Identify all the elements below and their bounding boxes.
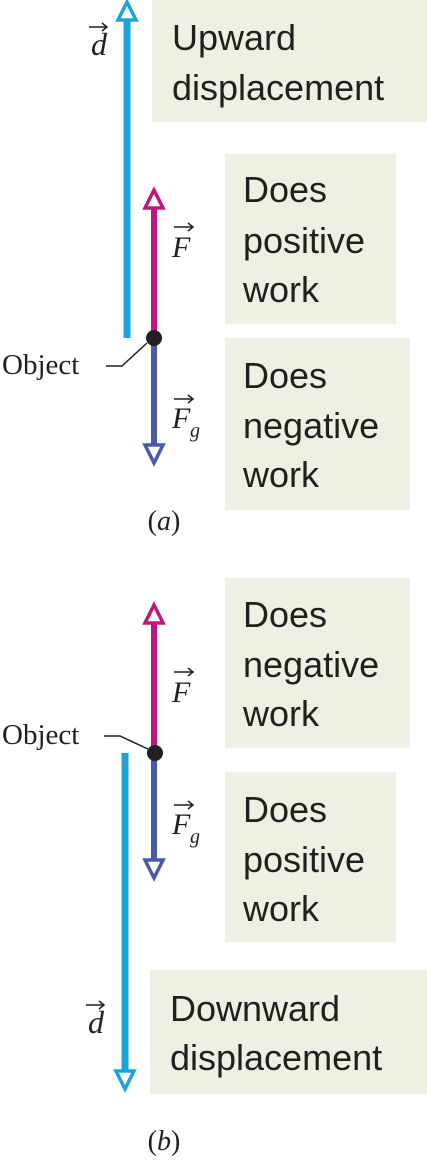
gravity-arrow-down xyxy=(142,338,166,467)
svg-text:F: F xyxy=(171,808,191,841)
displacement-arrow-up xyxy=(115,0,139,338)
caption-a: (a) xyxy=(148,506,181,537)
object-dot-b xyxy=(147,745,163,761)
force-arrow-up xyxy=(142,186,166,338)
object-label: Object xyxy=(2,349,79,381)
svg-text:g: g xyxy=(190,420,200,442)
svg-text:F: F xyxy=(171,402,191,435)
force-symbol: F xyxy=(171,222,195,264)
svg-text:d: d xyxy=(91,26,108,62)
object-dot xyxy=(146,330,162,346)
caption-b: (b) xyxy=(148,1126,181,1157)
object-label-b: Object xyxy=(2,719,79,751)
box-gravity-negative-work xyxy=(225,338,410,510)
object-leader-line-b xyxy=(104,735,149,750)
svg-text:F: F xyxy=(171,676,191,709)
box-force-negative-work-text: Does negative work xyxy=(242,594,389,734)
panel-b: Does negative work Does positive work Do… xyxy=(2,578,427,1157)
displacement-arrow-down xyxy=(113,753,137,1093)
box-gravity-positive-work-text: Does positive work xyxy=(242,789,375,929)
box-downward-displacement-text: Downward displacement xyxy=(170,988,382,1078)
force-arrow-up-b xyxy=(142,601,166,753)
object-leader-line xyxy=(106,342,148,367)
panel-a: Upward displacement Does positive work D… xyxy=(2,0,427,537)
box-gravity-positive-work xyxy=(225,772,396,942)
box-upward-displacement-text: Upward displacement xyxy=(172,17,384,108)
displacement-symbol: d xyxy=(89,22,109,62)
gravity-symbol: F g xyxy=(171,394,200,442)
box-force-positive-work xyxy=(225,154,396,324)
box-force-positive-work-text: Does positive work xyxy=(242,169,375,310)
gravity-arrow-down-b xyxy=(142,753,166,882)
box-upward-displacement xyxy=(152,0,427,122)
displacement-symbol-b: d xyxy=(86,1000,106,1040)
gravity-symbol-b: F g xyxy=(171,800,200,848)
box-downward-displacement xyxy=(150,970,427,1094)
box-force-negative-work xyxy=(225,578,410,748)
svg-text:d: d xyxy=(88,1004,105,1040)
svg-text:g: g xyxy=(190,826,200,848)
force-symbol-b: F xyxy=(171,667,195,709)
svg-text:F: F xyxy=(171,231,191,264)
box-gravity-negative-work-text: Does negative work xyxy=(242,355,389,495)
